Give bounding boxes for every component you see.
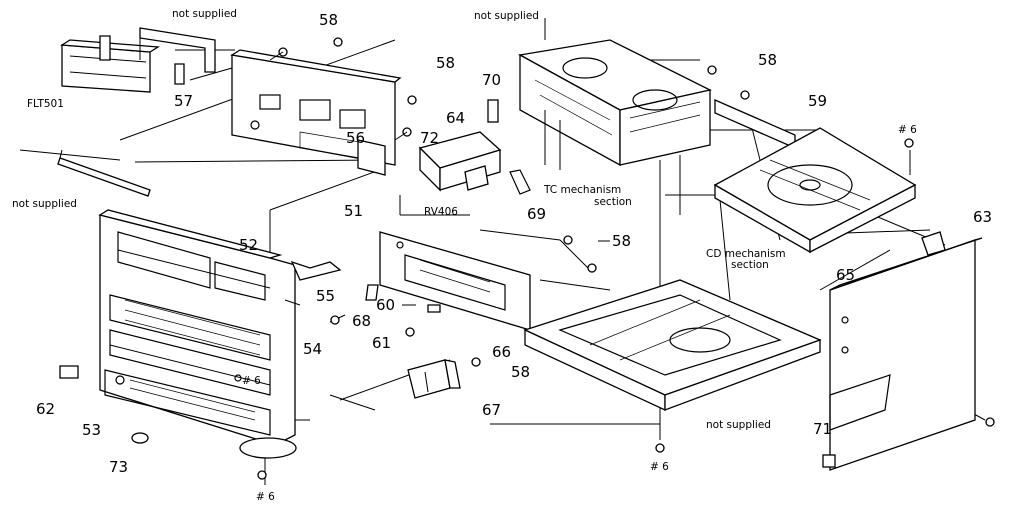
screws-58-middle <box>471 235 597 367</box>
part-67: 67 <box>482 401 501 419</box>
part-60: 60 <box>376 296 395 314</box>
part-58-a: 58 <box>319 11 338 29</box>
cd-mechanism-section <box>713 127 917 254</box>
part-58-b: 58 <box>436 54 455 72</box>
part-53: 53 <box>82 421 101 439</box>
part-65: 65 <box>836 266 855 284</box>
screw-6-front-bottom: # 6 <box>256 491 275 503</box>
part-58-d: 58 <box>612 232 631 250</box>
part-55: 55 <box>316 287 335 305</box>
label-cd-section: section <box>731 259 769 271</box>
screws-58-right-top <box>707 65 750 100</box>
label-not-supplied-top-mid: not supplied <box>474 10 539 22</box>
flt501-display-tube <box>59 35 185 93</box>
part-51: 51 <box>344 202 363 220</box>
screw-6-cd: # 6 <box>898 124 917 136</box>
part-57: 57 <box>174 92 193 110</box>
screw-6-bottom: # 6 <box>650 461 669 473</box>
part-56: 56 <box>346 129 365 147</box>
label-tc-mechanism: TC mechanism <box>543 184 621 196</box>
top-left-bracket <box>139 27 216 73</box>
part-63: 63 <box>973 208 992 226</box>
side-panel-65 <box>822 231 995 471</box>
bottom-chassis-not-supplied <box>523 279 822 412</box>
label-tc-section: section <box>594 196 632 208</box>
part-61: 61 <box>372 334 391 352</box>
screw-6-front: # 6 <box>242 375 261 387</box>
part-73: 73 <box>109 458 128 476</box>
label-rv406: RV406 <box>424 206 458 218</box>
text-labels: not supplied not supplied not supplied n… <box>12 8 992 503</box>
label-not-supplied-left: not supplied <box>12 198 77 210</box>
small-parts-left <box>59 260 342 444</box>
part-71: 71 <box>813 420 832 438</box>
part-58-e: 58 <box>511 363 530 381</box>
front-panel <box>98 209 297 459</box>
tuner-block-64 <box>418 99 531 195</box>
sub-chassis-66 <box>365 231 531 337</box>
relay-block-67 <box>407 359 461 399</box>
part-68: 68 <box>352 312 371 330</box>
part-62: 62 <box>36 400 55 418</box>
part-54: 54 <box>303 340 322 358</box>
main-pcb-board <box>230 49 402 176</box>
part-52: 52 <box>239 236 258 254</box>
part-58-c: 58 <box>758 51 777 69</box>
part-64: 64 <box>446 109 465 127</box>
label-cd-mechanism: CD mechanism <box>706 248 786 260</box>
screws-58-top <box>269 37 417 141</box>
part-72: 72 <box>420 129 439 147</box>
label-not-supplied-bottom: not supplied <box>706 419 771 431</box>
tc-mechanism-section <box>518 39 712 220</box>
label-not-supplied-top-left: not supplied <box>172 8 237 20</box>
part-69: 69 <box>527 205 546 223</box>
label-flt501: FLT501 <box>27 98 64 110</box>
screws-bottom <box>257 443 665 480</box>
part-66: 66 <box>492 343 511 361</box>
part-70: 70 <box>482 71 501 89</box>
left-bracket-not-supplied <box>57 149 151 197</box>
part-59: 59 <box>808 92 827 110</box>
